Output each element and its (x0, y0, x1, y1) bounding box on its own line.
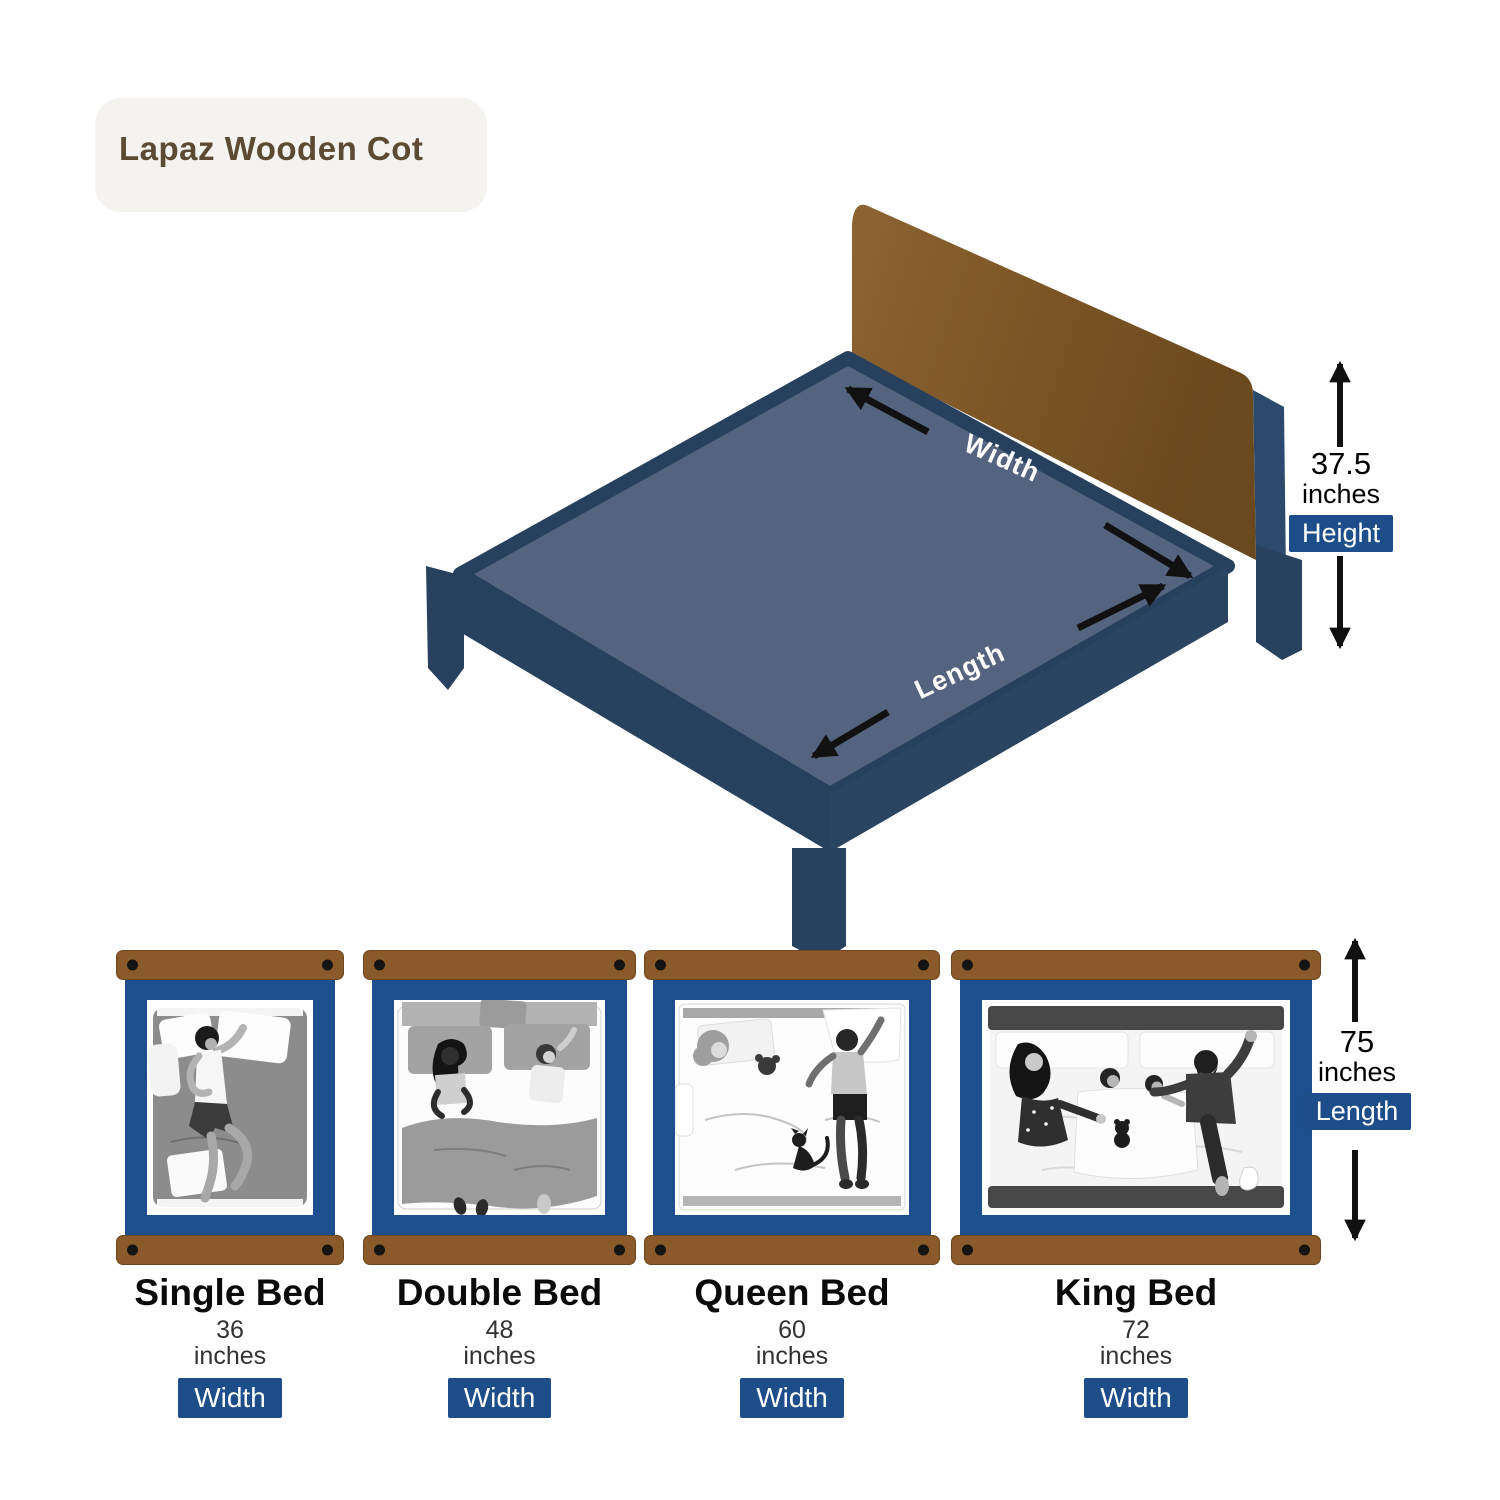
queen-bed-illustration (675, 1000, 909, 1215)
height-value: 37.5 (1310, 446, 1372, 481)
width-arrow-right (1103, 521, 1194, 580)
bed-name: King Bed (1054, 1272, 1218, 1313)
single-bed-illustration (147, 1000, 313, 1215)
length-arrow-up (1076, 582, 1167, 632)
screw-dot (127, 959, 138, 971)
product-title: Lapaz Wooden Cot (119, 130, 424, 167)
wood-bar-bottom (116, 1235, 344, 1265)
width-badge: Width (447, 1377, 552, 1418)
bed-width-unit: inches (755, 1342, 829, 1371)
cot-deck (453, 351, 1235, 801)
wood-bar-bottom (363, 1235, 636, 1265)
size-card-queen: Queen Bed 60 inches Width (644, 950, 940, 1418)
width-arrow-left (844, 385, 930, 436)
height-badge: Height (1288, 514, 1394, 552)
size-card-king: King Bed 72 inches Width (951, 950, 1321, 1418)
screw-dot (655, 1244, 666, 1256)
screw-dot (374, 1244, 385, 1256)
cot-left-rail (460, 574, 830, 852)
wood-bar-bottom (644, 1235, 940, 1265)
screw-dot (962, 1244, 973, 1256)
length-unit: inches (1317, 1056, 1397, 1087)
screw-dot (127, 1244, 138, 1256)
bed-width-value: 36 (216, 1316, 244, 1344)
bed-width-value: 60 (778, 1316, 806, 1344)
deck-width-label: Width (959, 428, 1045, 488)
bed-name: Single Bed (134, 1272, 326, 1313)
size-card-double: Double Bed 48 inches Width (363, 950, 636, 1418)
double-bed-illustration (394, 1000, 605, 1215)
bed-name: Queen Bed (694, 1272, 890, 1313)
screw-dot (614, 1244, 625, 1256)
deck-length-label: Length (909, 637, 1010, 705)
length-dimension: 75 inches Length (1296, 1026, 1418, 1130)
screw-dot (322, 1244, 333, 1256)
cot-right-leg (1256, 545, 1302, 660)
length-value: 75 (1339, 1024, 1375, 1059)
screw-dot (655, 959, 666, 971)
screw-dot (374, 959, 385, 971)
cot-front-leg (792, 848, 846, 962)
bed-width-value: 48 (485, 1316, 514, 1344)
size-card-single: Single Bed 36 inches Width (116, 950, 344, 1418)
cot-left-leg (426, 566, 464, 690)
screw-dot (918, 959, 929, 971)
bed-width-value: 72 (1122, 1316, 1150, 1344)
wood-bar-top (951, 950, 1321, 980)
headboard-front (852, 204, 1256, 561)
width-badge: Width (1084, 1377, 1188, 1418)
length-arrow-down (810, 708, 890, 760)
width-badge: Width (740, 1377, 844, 1418)
bed-name: Double Bed (396, 1272, 603, 1313)
blue-frame (960, 980, 1312, 1235)
bed-width-unit: inches (463, 1342, 536, 1371)
blue-frame (372, 980, 627, 1235)
wood-bar-bottom (951, 1235, 1321, 1265)
screw-dot (918, 1244, 929, 1256)
bed-width-unit: inches (1099, 1342, 1173, 1371)
screw-dot (614, 959, 625, 971)
height-dimension: 37.5 inches Height (1280, 448, 1402, 552)
screw-dot (1299, 959, 1310, 971)
screw-dot (1299, 1244, 1310, 1256)
wood-bar-top (116, 950, 344, 980)
king-bed-illustration (982, 1000, 1290, 1215)
bed-width-unit: inches (193, 1342, 267, 1371)
blue-frame (653, 980, 931, 1235)
length-badge: Length (1302, 1092, 1412, 1130)
product-title-box: Lapaz Wooden Cot (95, 98, 487, 212)
wood-bar-top (363, 950, 636, 980)
screw-dot (322, 959, 333, 971)
blue-frame (125, 980, 335, 1235)
wood-bar-top (644, 950, 940, 980)
screw-dot (962, 959, 973, 971)
width-badge: Width (178, 1377, 282, 1418)
height-unit: inches (1301, 478, 1381, 509)
cot-right-rail (830, 566, 1228, 852)
